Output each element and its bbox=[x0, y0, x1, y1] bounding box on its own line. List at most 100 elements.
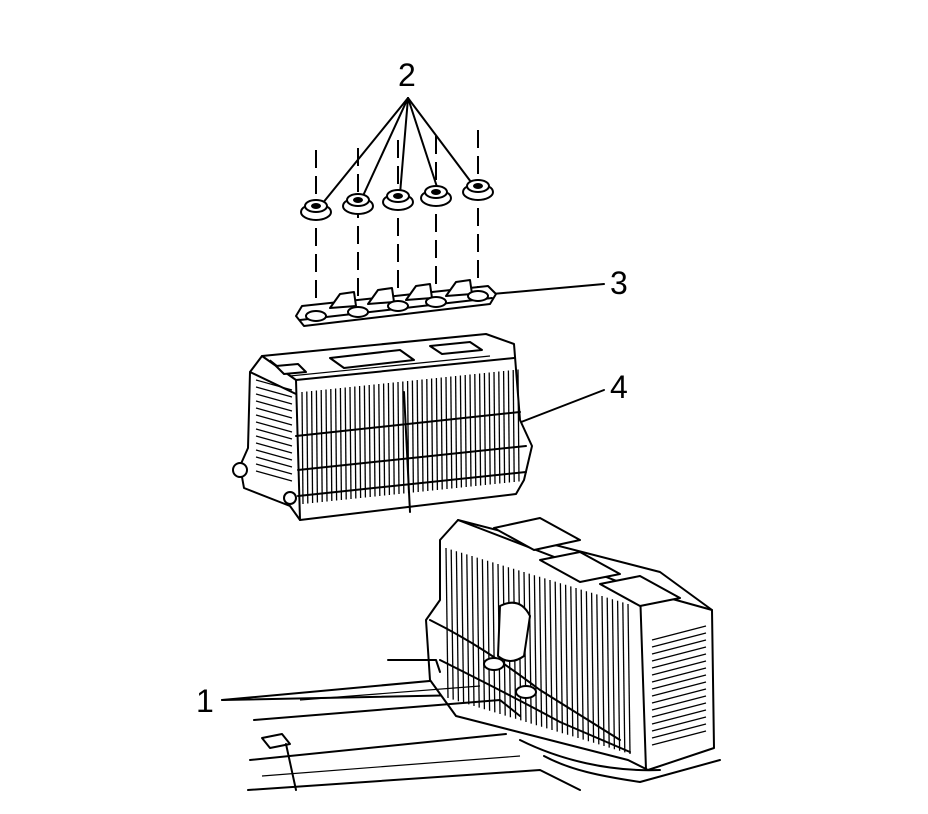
drawing-stroke bbox=[255, 449, 293, 461]
drawing-stroke bbox=[533, 575, 538, 726]
drawing-stroke bbox=[559, 583, 564, 734]
leader-line-4 bbox=[515, 389, 605, 425]
drawing-stroke bbox=[334, 388, 338, 501]
drawing-stroke bbox=[651, 709, 707, 725]
drawing-stroke bbox=[306, 391, 309, 504]
drawing-stroke bbox=[471, 555, 475, 707]
drawing-stroke bbox=[606, 597, 610, 748]
drawing-stroke bbox=[651, 702, 707, 718]
drawing-stroke bbox=[445, 376, 448, 490]
drawing-stroke bbox=[601, 595, 605, 747]
drawing-stroke bbox=[373, 384, 376, 497]
drawing-stroke bbox=[368, 384, 371, 498]
drawing-stroke bbox=[392, 382, 395, 495]
drawing-stroke bbox=[507, 370, 511, 483]
drawing-stroke bbox=[255, 442, 293, 454]
drawing-stroke bbox=[651, 625, 707, 641]
drawing-stroke bbox=[349, 386, 352, 500]
drawing-stroke bbox=[517, 369, 520, 482]
drawing-stroke bbox=[411, 380, 415, 493]
drawing-stroke bbox=[564, 584, 569, 735]
drawing-stroke bbox=[538, 576, 543, 727]
drawing-stroke bbox=[344, 387, 347, 500]
drawing-stroke bbox=[651, 660, 707, 676]
drawing-stroke bbox=[474, 373, 477, 487]
nut-2 bbox=[342, 193, 374, 215]
drawing-stroke bbox=[651, 674, 707, 690]
drawing-stroke bbox=[498, 371, 501, 484]
drawing-stroke bbox=[585, 591, 590, 742]
drawing-stroke bbox=[378, 383, 381, 497]
drawing-stroke bbox=[488, 372, 491, 485]
battery-pack-assembly bbox=[425, 517, 715, 771]
leader-lines-2 bbox=[321, 97, 475, 205]
callout-label-2: 2 bbox=[398, 57, 416, 93]
drawing-stroke bbox=[528, 573, 532, 724]
drawing-stroke bbox=[651, 646, 707, 662]
drawing-stroke bbox=[651, 632, 707, 648]
drawing-stroke bbox=[255, 414, 293, 426]
drawing-stroke bbox=[255, 470, 293, 482]
drawing-stroke bbox=[416, 379, 419, 493]
drawing-stroke bbox=[651, 688, 707, 704]
drawing-stroke bbox=[651, 681, 707, 697]
drawing-stroke bbox=[315, 390, 319, 503]
leader-line-3 bbox=[491, 283, 605, 295]
drawing-stroke bbox=[339, 387, 343, 501]
pack-end-fins bbox=[651, 625, 707, 746]
drawing-stroke bbox=[255, 393, 293, 405]
drawing-stroke bbox=[426, 378, 429, 492]
module-cell-ribs bbox=[301, 369, 520, 505]
pack-cell-ribs bbox=[445, 547, 631, 755]
drawing-stroke bbox=[493, 371, 496, 485]
drawing-stroke bbox=[310, 390, 314, 504]
drawing-stroke bbox=[255, 428, 293, 440]
drawing-stroke bbox=[430, 378, 434, 491]
drawing-stroke bbox=[483, 372, 487, 486]
drawing-stroke bbox=[320, 389, 323, 503]
drawing-stroke bbox=[440, 377, 443, 490]
bracket bbox=[295, 279, 497, 327]
callout-label-1: 1 bbox=[196, 683, 214, 719]
drawing-stroke bbox=[512, 369, 515, 483]
drawing-stroke bbox=[651, 723, 707, 739]
drawing-stroke bbox=[651, 730, 707, 746]
drawing-stroke bbox=[651, 695, 707, 711]
drawing-stroke bbox=[622, 602, 626, 753]
drawing-stroke bbox=[387, 382, 391, 496]
module-side-fins bbox=[255, 379, 293, 482]
drawing-stroke bbox=[554, 581, 558, 732]
drawing-stroke bbox=[382, 383, 386, 496]
drawing-stroke bbox=[450, 549, 454, 700]
drawing-stroke bbox=[255, 386, 293, 398]
drawing-stroke bbox=[445, 547, 449, 699]
drawing-stroke bbox=[651, 639, 707, 655]
drawing-stroke bbox=[421, 379, 424, 492]
drawing-stroke bbox=[363, 385, 367, 498]
nut-set bbox=[300, 179, 494, 221]
vehicle-floor bbox=[247, 659, 721, 791]
drawing-stroke bbox=[255, 463, 293, 475]
battery-module bbox=[232, 333, 533, 521]
callout-label-3: 3 bbox=[610, 265, 628, 301]
callout-label-4: 4 bbox=[610, 369, 628, 405]
drawing-stroke bbox=[549, 579, 553, 731]
drawing-stroke bbox=[330, 388, 333, 502]
drawing-stroke bbox=[459, 375, 463, 488]
nut-1 bbox=[300, 199, 332, 221]
drawing-stroke bbox=[476, 557, 480, 708]
drawing-stroke bbox=[455, 551, 460, 702]
drawing-stroke bbox=[651, 716, 707, 732]
drawing-stroke bbox=[502, 370, 506, 484]
drawing-stroke bbox=[402, 381, 405, 494]
drawing-stroke bbox=[478, 373, 482, 486]
alignment-lines bbox=[315, 130, 479, 312]
drawing-stroke bbox=[580, 589, 584, 740]
drawing-stroke bbox=[544, 578, 548, 729]
drawing-stroke bbox=[460, 552, 465, 703]
drawing-stroke bbox=[435, 377, 439, 491]
drawing-stroke bbox=[255, 379, 293, 391]
drawing-stroke bbox=[255, 407, 293, 419]
